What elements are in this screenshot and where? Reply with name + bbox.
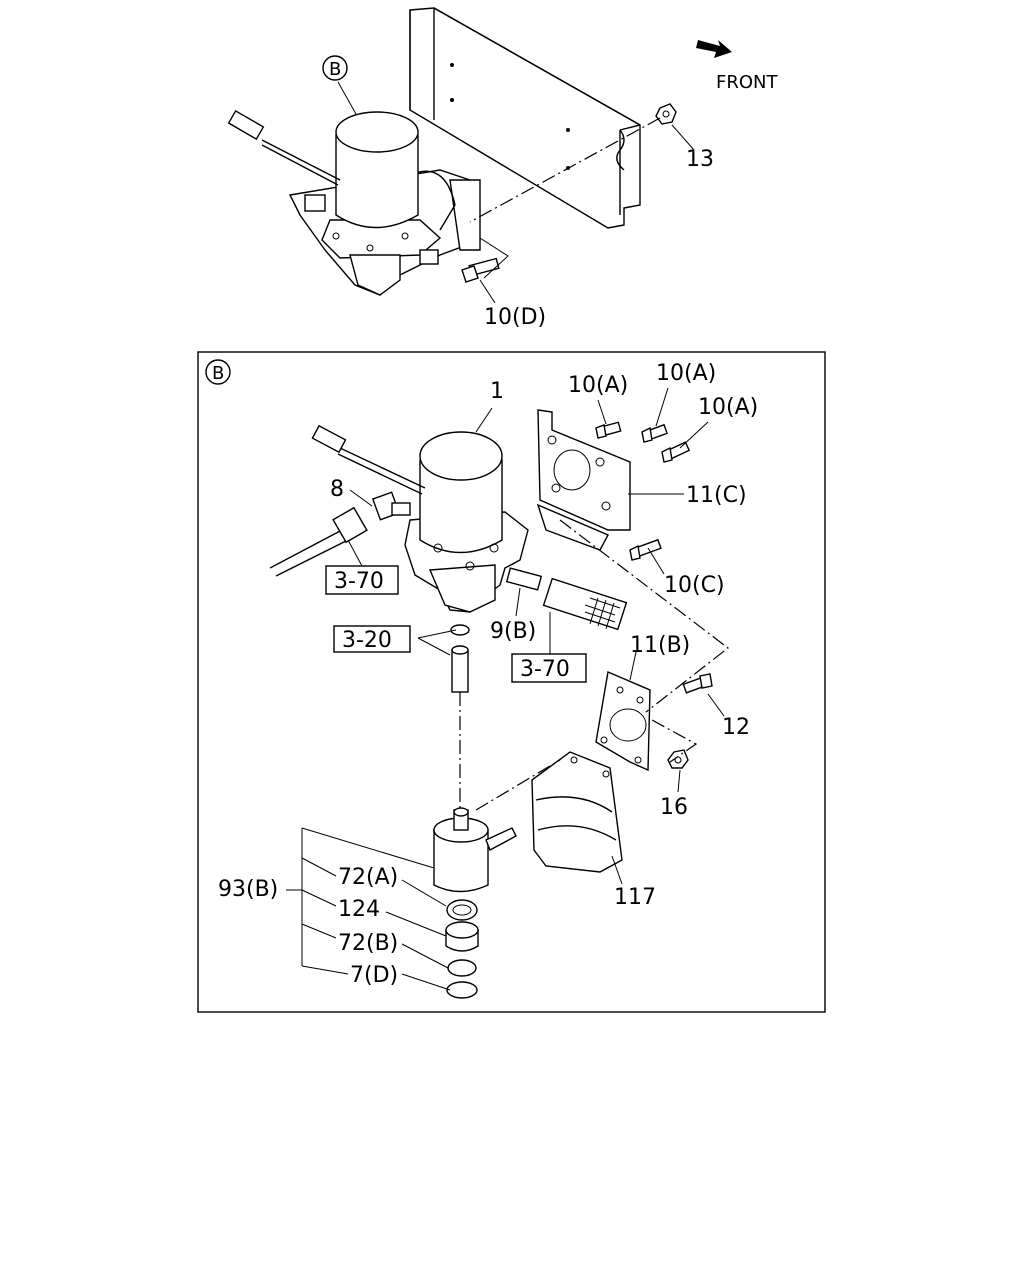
bolt-10d-icon bbox=[461, 257, 500, 283]
ref-3-70-a-label: 3-70 bbox=[334, 569, 384, 594]
part-11b-label: 11(B) bbox=[630, 633, 690, 658]
guard-117-icon bbox=[531, 751, 623, 873]
callout-b-detail-label: B bbox=[212, 363, 224, 384]
check-valve-icon bbox=[450, 624, 470, 693]
part-12-label: 12 bbox=[722, 715, 750, 740]
drain-valve-icon bbox=[433, 807, 517, 893]
part-16-label: 16 bbox=[660, 795, 688, 820]
ref-3-70-b-label: 3-70 bbox=[520, 657, 570, 682]
part-117-label: 117 bbox=[614, 885, 656, 910]
ref-box-3-70-a bbox=[325, 565, 399, 595]
ring-72a-icon bbox=[446, 899, 478, 921]
part-10a-2-label: 10(A) bbox=[656, 361, 716, 386]
part-72a-label: 72(A) bbox=[338, 865, 398, 890]
ref-box-3-70-b bbox=[511, 653, 587, 683]
part-10a-3-label: 10(A) bbox=[698, 395, 758, 420]
part-7d-label: 7(D) bbox=[350, 963, 398, 988]
bolt-10a-2-icon bbox=[641, 423, 669, 443]
fitting-9b-icon bbox=[505, 567, 543, 591]
part-10a-1-label: 10(A) bbox=[568, 373, 628, 398]
ref-box-3-20 bbox=[333, 625, 411, 653]
bracket-11b-icon bbox=[595, 671, 651, 772]
part-10c-label: 10(C) bbox=[664, 573, 725, 598]
detail-view-b: B bbox=[197, 351, 826, 1013]
snap-ring-7d-icon bbox=[446, 981, 478, 999]
bracket-11c-icon bbox=[536, 409, 631, 551]
part-124-label: 124 bbox=[338, 897, 380, 922]
part-1-label: 1 bbox=[490, 379, 504, 404]
part-10d-label: 10(D) bbox=[484, 305, 546, 330]
callout-b-top-label: B bbox=[329, 59, 341, 80]
part-9b-label: 9(B) bbox=[490, 619, 536, 644]
detail-frame bbox=[197, 351, 826, 1013]
part-13-label: 13 bbox=[686, 147, 714, 172]
bolt-10a-1-icon bbox=[595, 421, 622, 439]
filter-124-icon bbox=[445, 921, 479, 952]
bolt-10a-3-icon bbox=[661, 441, 691, 463]
air-dryer-detail bbox=[311, 424, 529, 613]
air-dryer-top bbox=[227, 109, 481, 296]
elbow-fitting-8-icon bbox=[371, 491, 411, 521]
hose-right-icon bbox=[542, 577, 628, 631]
bolt-12-icon bbox=[682, 673, 713, 694]
ref-3-20-label: 3-20 bbox=[342, 628, 392, 653]
part-8-label: 8 bbox=[330, 477, 344, 502]
bolt-10c-icon bbox=[629, 538, 662, 561]
front-arrow-icon bbox=[696, 40, 732, 58]
callout-b-detail bbox=[205, 359, 231, 385]
nut-16-icon bbox=[667, 749, 689, 769]
hose-left-icon bbox=[269, 506, 368, 577]
frame-rail bbox=[409, 7, 641, 229]
nut-13-icon bbox=[655, 103, 677, 125]
top-view: FRONT bbox=[227, 7, 778, 330]
ring-72b-icon bbox=[447, 959, 477, 977]
part-11c-label: 11(C) bbox=[686, 483, 747, 508]
front-label: FRONT bbox=[716, 72, 778, 93]
part-93b-label: 93(B) bbox=[218, 877, 278, 902]
callout-b-top bbox=[322, 55, 348, 81]
part-72b-label: 72(B) bbox=[338, 931, 398, 956]
